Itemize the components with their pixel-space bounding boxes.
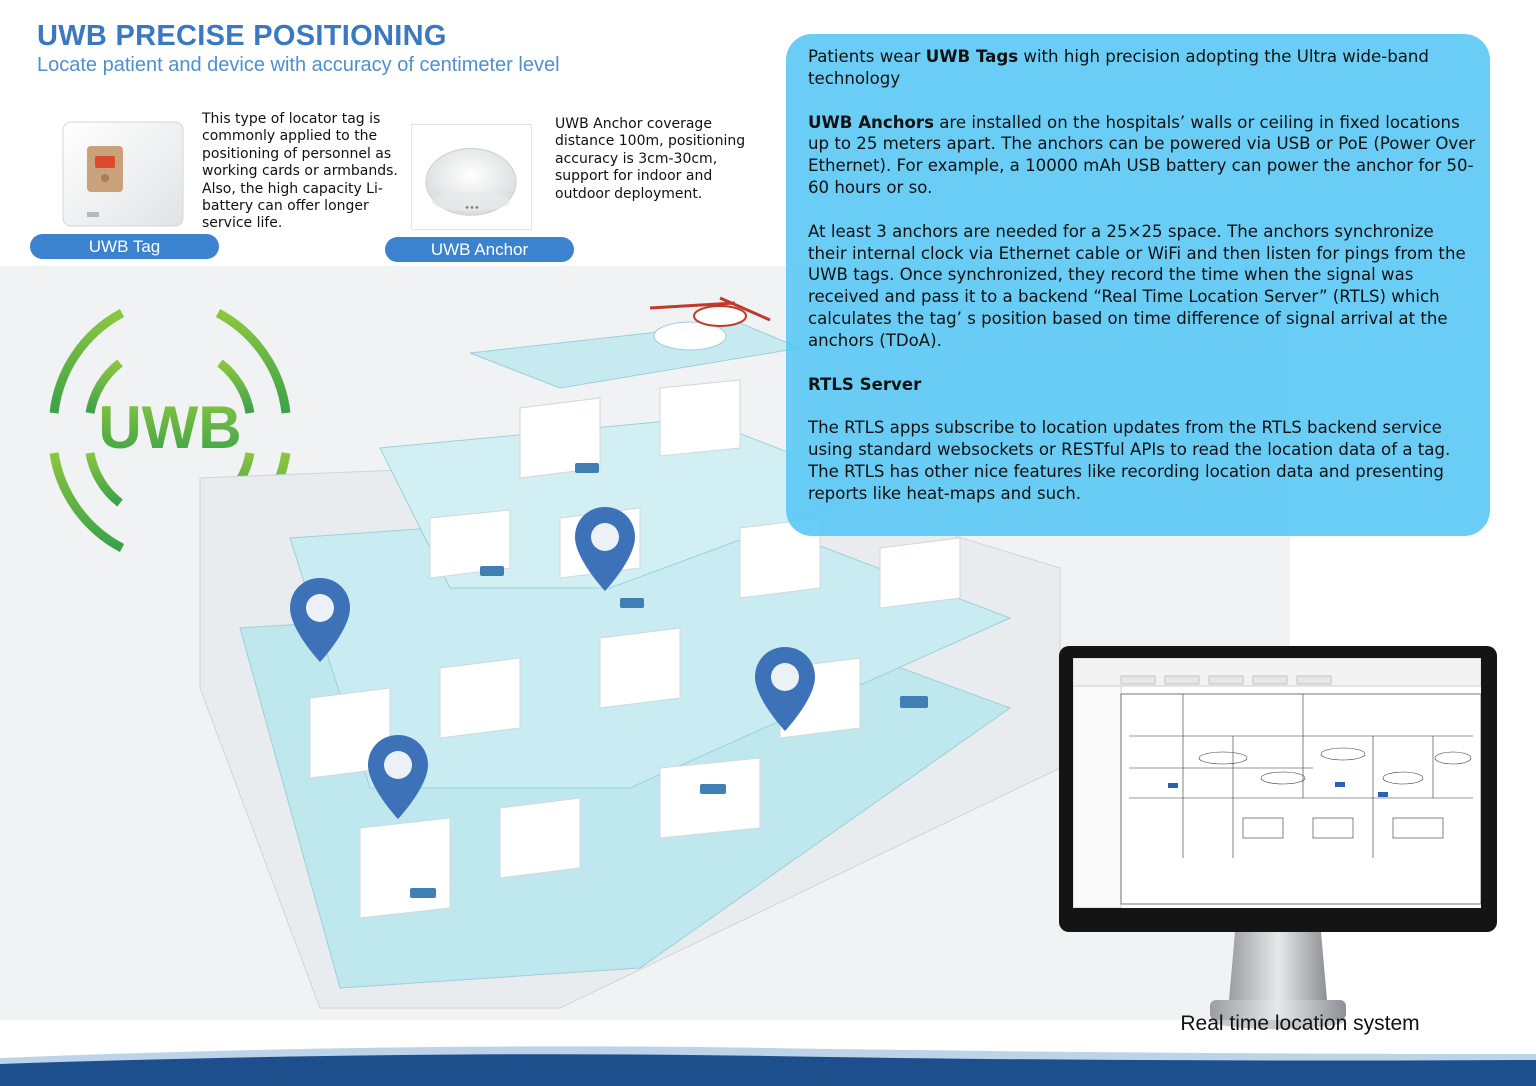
page-title: UWB PRECISE POSITIONING: [37, 20, 447, 52]
info-panel: [786, 34, 1490, 536]
uwb-tag-photo: [37, 108, 197, 236]
info-heading-rtls: RTLS Server: [808, 374, 922, 394]
uwb-tag-label: UWB Tag: [30, 234, 219, 259]
monitor-caption: Real time location system: [1180, 1012, 1420, 1035]
map-pin-icon: [290, 578, 350, 662]
hospital-building-illustration: [199, 296, 1061, 1009]
uwb-anchor-photo: [411, 124, 532, 230]
info-paragraph-tags: Patients wear UWB Tags with high precisi…: [808, 47, 1429, 88]
info-text: Patients wear UWB Tags with high precisi…: [808, 46, 1476, 505]
page-subtitle: Locate patient and device with accuracy …: [37, 54, 560, 76]
rtls-screen: [1072, 657, 1482, 909]
uwb-anchor-description: UWB Anchor coverage distance 100m, posit…: [555, 116, 746, 202]
map-pin-icon: [575, 507, 635, 591]
info-paragraph-anchors: UWB Anchors are installed on the hospita…: [808, 112, 1476, 197]
uwb-anchor-label: UWB Anchor: [385, 237, 574, 262]
uwb-tag-description: This type of locator tag is commonly app…: [202, 111, 398, 232]
info-paragraph-tdoa: At least 3 anchors are needed for a 25×2…: [808, 221, 1466, 350]
map-pin-icon: [368, 735, 428, 819]
bottom-wave-band: [0, 1046, 1536, 1086]
uwb-logo-text: UWB: [98, 394, 241, 461]
map-pin-icon: [755, 647, 815, 731]
info-paragraph-rtls: The RTLS apps subscribe to location upda…: [808, 418, 1451, 503]
rtls-floorplan: [1072, 657, 1482, 909]
